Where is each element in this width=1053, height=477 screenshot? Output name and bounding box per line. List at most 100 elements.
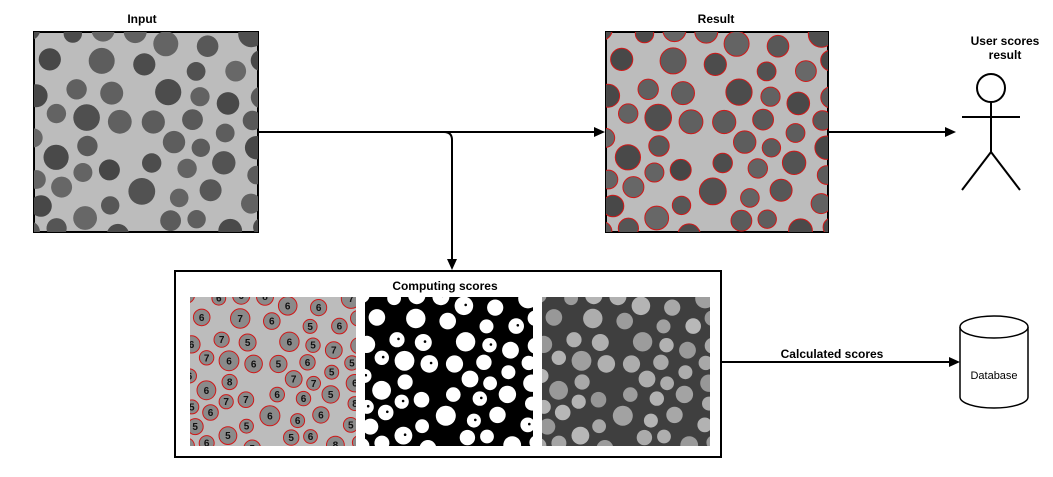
- particle-score: 6: [208, 408, 214, 419]
- particle: [46, 218, 67, 232]
- particle: [644, 103, 673, 132]
- particle: [606, 194, 625, 218]
- particle: [414, 334, 432, 351]
- branch-to-computing-line: [443, 131, 453, 260]
- particle: [487, 299, 504, 316]
- particle: [269, 386, 286, 403]
- particle: [723, 32, 750, 57]
- particle: [614, 144, 642, 171]
- particle: [73, 163, 93, 182]
- particle-score: 7: [311, 379, 317, 390]
- database-label: Database: [970, 370, 1018, 382]
- particle: [190, 335, 201, 354]
- particle-score: 6: [267, 411, 273, 422]
- input-label: Input: [127, 12, 157, 26]
- particle: [446, 387, 461, 402]
- particle: [365, 297, 370, 303]
- particle: [766, 34, 790, 58]
- particle-score: 7: [219, 335, 225, 346]
- mask-hole: [381, 355, 385, 359]
- particle-score: 7: [237, 314, 243, 325]
- particle: [394, 426, 413, 445]
- particle: [368, 309, 386, 326]
- particle-score: 5: [276, 360, 282, 371]
- particle: [387, 297, 401, 306]
- particle: [618, 103, 639, 124]
- particle-score: 7: [291, 375, 297, 386]
- particle: [218, 218, 243, 232]
- particle-score: 5: [245, 338, 251, 349]
- particle: [177, 158, 197, 179]
- particle: [662, 32, 687, 43]
- mask-hole: [423, 340, 427, 343]
- particle: [551, 435, 567, 446]
- particle: [706, 436, 710, 446]
- particle: [321, 385, 340, 404]
- particle-score: 5: [189, 402, 195, 413]
- particle: [88, 47, 115, 74]
- particle: [551, 350, 566, 365]
- particle: [310, 299, 328, 317]
- user-right-leg: [990, 151, 1021, 191]
- particle: [342, 417, 356, 433]
- particle: [664, 299, 681, 316]
- particle: [98, 159, 120, 181]
- particle: [542, 297, 547, 303]
- particle: [34, 128, 43, 148]
- particle: [632, 332, 653, 352]
- particle: [644, 162, 665, 183]
- particle: [657, 429, 671, 444]
- mask-image: [365, 297, 533, 446]
- particle: [704, 310, 710, 326]
- particle: [374, 350, 389, 365]
- particle: [142, 153, 162, 173]
- particle: [190, 399, 200, 415]
- particle: [162, 130, 186, 154]
- particle: [649, 391, 664, 406]
- particle: [324, 364, 340, 380]
- particle: [489, 406, 506, 424]
- particle: [637, 78, 659, 101]
- particle: [609, 297, 627, 306]
- particle: [671, 81, 695, 106]
- particle: [243, 439, 261, 446]
- particle: [213, 331, 230, 348]
- particle-score: 5: [225, 431, 231, 442]
- particle: [571, 350, 592, 371]
- database-top: [959, 315, 1029, 339]
- particle-score: 7: [243, 395, 249, 406]
- computing-scores-label: Computing scores: [392, 279, 498, 293]
- particle: [351, 435, 356, 446]
- particle: [527, 310, 533, 326]
- particle: [638, 370, 656, 388]
- particle: [107, 223, 129, 232]
- particle-score: 5: [356, 314, 362, 325]
- particle: [757, 209, 777, 229]
- particle: [612, 405, 633, 426]
- user-left-leg: [961, 151, 992, 191]
- particle: [277, 297, 298, 316]
- particle-score: 5: [192, 422, 198, 433]
- particle: [725, 78, 753, 106]
- particle-score: 6: [204, 386, 210, 397]
- particle: [592, 419, 606, 434]
- particle: [133, 53, 156, 76]
- scores-image: 5556765575666566756676688678656676768567…: [189, 297, 362, 446]
- particle: [685, 318, 701, 334]
- particle: [508, 318, 524, 334]
- particle: [634, 32, 655, 44]
- particle: [100, 81, 124, 105]
- input-image: [33, 31, 259, 233]
- particle: [279, 331, 300, 352]
- mask-hole: [403, 433, 407, 437]
- particle: [606, 221, 613, 232]
- particle: [697, 417, 710, 433]
- particle: [420, 355, 439, 373]
- mask-hole: [528, 422, 531, 426]
- particle-score: 6: [301, 394, 307, 405]
- particle: [365, 438, 370, 446]
- particle: [73, 104, 100, 131]
- particle: [34, 32, 40, 40]
- mask-hole: [516, 324, 520, 327]
